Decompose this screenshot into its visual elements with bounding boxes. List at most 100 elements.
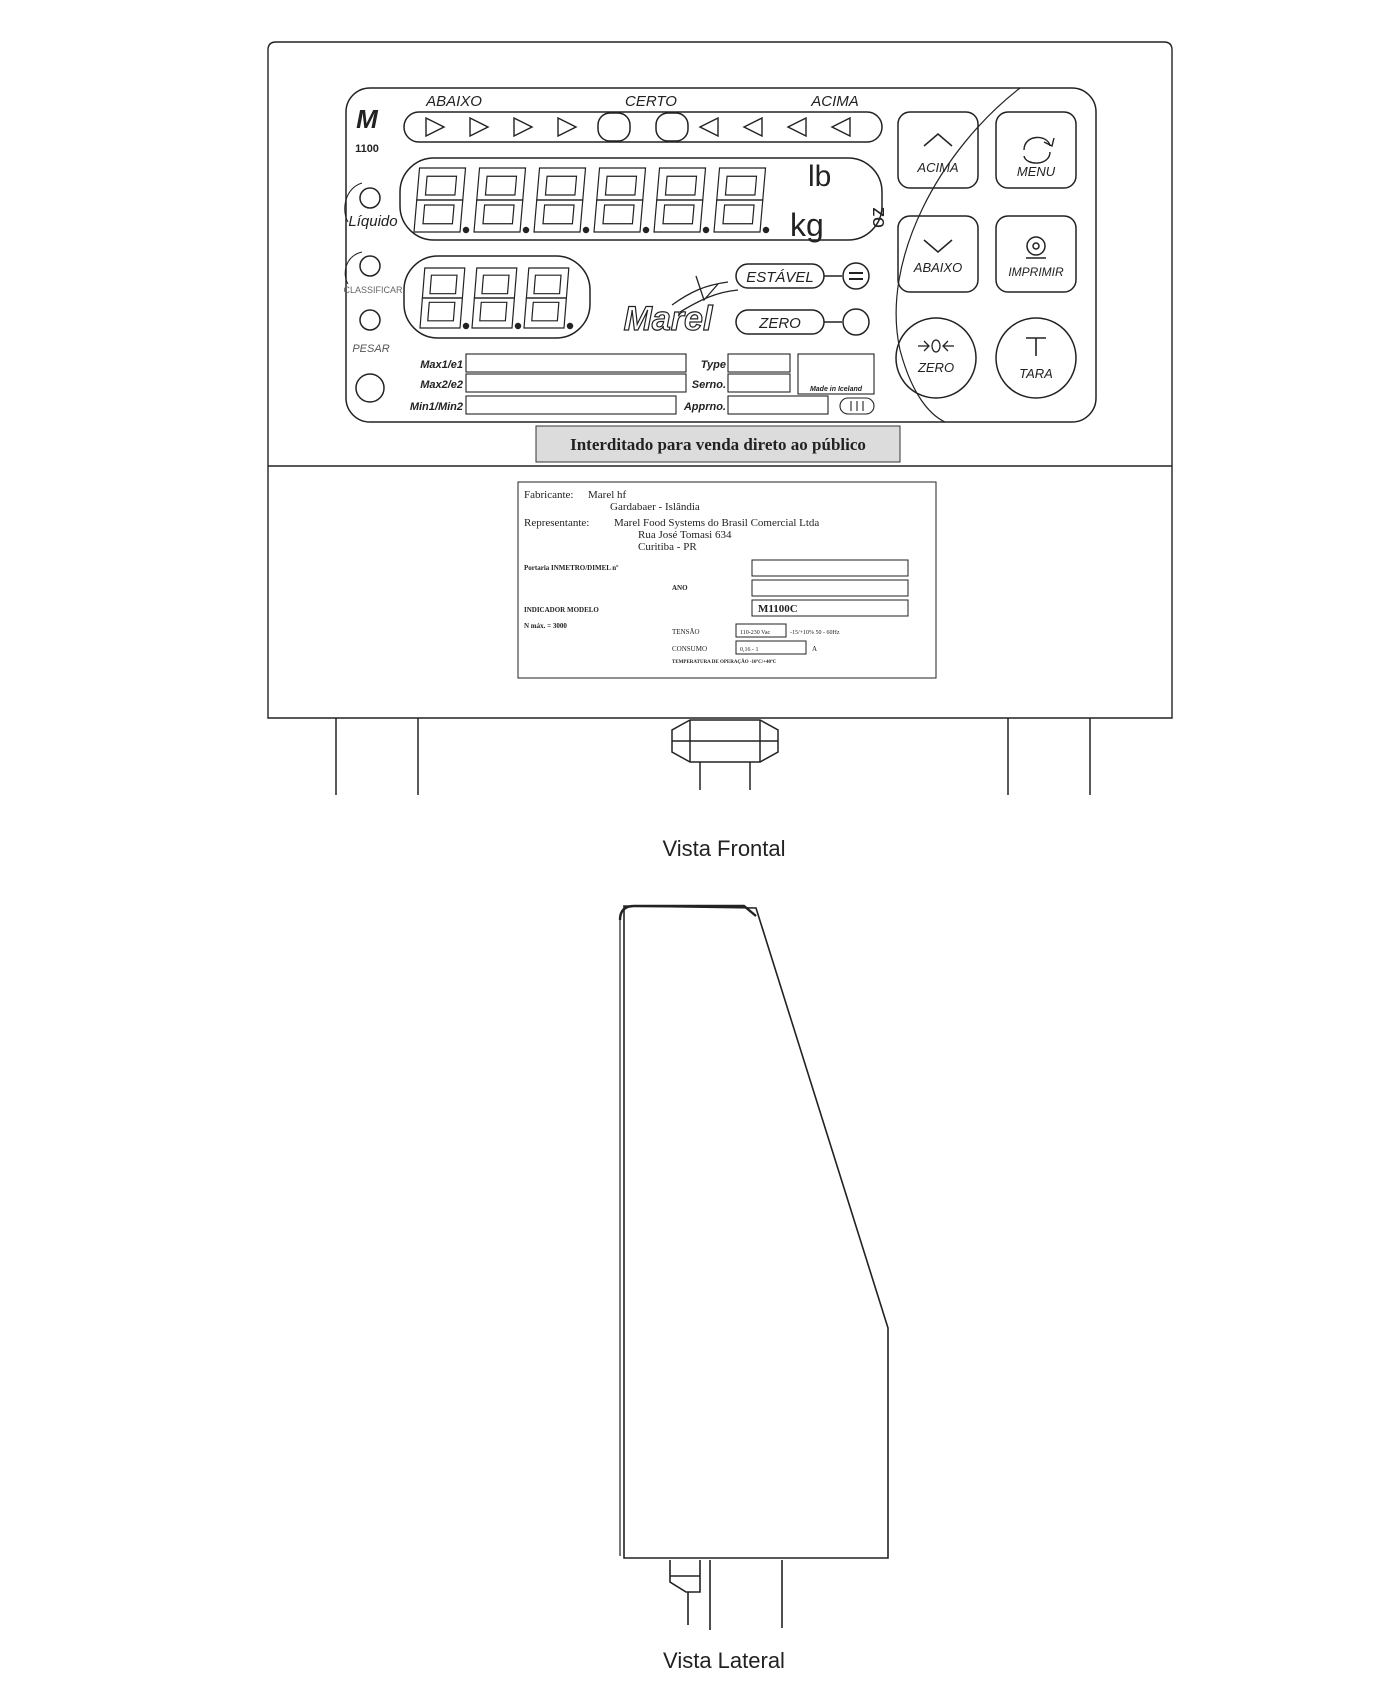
brand-name: Marel (624, 300, 714, 338)
front-view-text: M 1100 ABAIXO CERTO ACIMA lb kg oz Marel… (343, 93, 1064, 454)
status-zero-label: ZERO (758, 315, 801, 332)
level-center-left (597, 112, 631, 142)
stable-lamp (842, 262, 870, 290)
menu-button-label: MENU (1017, 164, 1056, 179)
left-label-liquido: Líquido (348, 213, 397, 230)
abaixo-button-label: ABAIXO (913, 260, 962, 275)
logo-letter: M (356, 104, 379, 134)
weight-digit-6 (713, 167, 770, 234)
plate-label-max1: Max1/e1 (420, 359, 463, 371)
weight-digit-3 (533, 167, 590, 234)
level-bar (403, 111, 883, 143)
left-label-classificar: CLASSIFICAR (343, 285, 403, 295)
left-buttons (344, 182, 385, 403)
plate-label-min: Min1/Min2 (410, 401, 463, 413)
nmax-label: N máx. = 3000 (524, 622, 567, 630)
acima-button[interactable] (897, 111, 979, 189)
level-center-right (655, 112, 689, 142)
secondary-digit-3 (523, 267, 574, 330)
imprimir-button[interactable] (995, 215, 1077, 293)
nameplate-boxes (735, 559, 909, 655)
weight-display-window (399, 157, 883, 241)
weight-digit-1 (413, 167, 470, 234)
side-view-caption: Vista Lateral (663, 1648, 785, 1673)
nameplate-frame (517, 481, 937, 679)
weight-digit-4 (593, 167, 650, 234)
consumption-label: CONSUMO (672, 645, 707, 653)
tare-icon (1026, 337, 1046, 356)
classificar-button[interactable] (359, 255, 381, 277)
unit-kg: kg (790, 207, 824, 243)
ano-label: ANO (672, 584, 688, 592)
scale-label-certo: CERTO (625, 93, 677, 110)
model-label: INDICADOR MODELO (524, 606, 599, 614)
plate-label-serno: Serno. (692, 379, 726, 391)
voltage-label: TENSÃO (672, 628, 700, 636)
zero-button[interactable] (895, 317, 977, 399)
level-arrows-left (425, 116, 578, 138)
front-stand (335, 718, 1091, 795)
print-icon (1026, 236, 1046, 259)
plate-label-max2: Max2/e2 (420, 379, 463, 391)
chevron-down-icon (923, 239, 953, 253)
secondary-digit-2 (471, 267, 522, 330)
nameplate-text: Fabricante: Marel hf Gardabaer - Islândi… (524, 489, 840, 665)
plate-label-type: Type (701, 359, 726, 371)
marel-logo (671, 275, 739, 313)
panel-arc (895, 87, 1021, 423)
front-enclosure-outline (267, 41, 1173, 719)
model-value: M1100C (758, 603, 798, 615)
manufacturer-label: Fabricante: (524, 489, 573, 501)
representative-line-3: Curitiba - PR (638, 541, 697, 553)
secondary-display-window (403, 255, 591, 339)
consumption-value: 0,16 - 1 (740, 647, 759, 653)
representative-label: Representante: (524, 517, 589, 529)
plate-label-apprno: Apprno. (683, 401, 726, 413)
tara-button[interactable] (995, 317, 1077, 399)
imprimir-button-label: IMPRIMIR (1008, 265, 1064, 279)
side-stand (669, 1560, 783, 1630)
weight-digit-5 (653, 167, 710, 234)
warning-text: Interditado para venda direto ao público (570, 435, 866, 454)
voltage-spec: -15/+10% 50 - 60Hz (790, 630, 840, 636)
manufacturer-line-2: Gardabaer - Islândia (610, 501, 700, 513)
range-button[interactable] (355, 373, 385, 403)
abaixo-button[interactable] (897, 215, 979, 293)
data-plate (465, 353, 875, 415)
consumption-unit: A (812, 645, 817, 653)
temperature-label: TEMPERATURA DE OPERAÇÃO -10ºC/+40ºC (672, 659, 777, 665)
unit-oz: oz (867, 207, 889, 228)
zero-button-label: ZERO (917, 360, 954, 375)
secondary-digit-1 (419, 267, 470, 330)
refresh-icon (1023, 136, 1055, 164)
zero-icon (918, 339, 954, 353)
side-view (618, 904, 889, 1630)
liquido-button[interactable] (359, 187, 381, 209)
front-view-caption: Vista Frontal (662, 836, 786, 861)
indicator-panel (345, 87, 1097, 423)
unit-lb: lb (808, 160, 831, 193)
representative-line-2: Rua José Tomasi 634 (638, 529, 732, 541)
made-in-label: Made in Iceland (810, 386, 863, 393)
menu-button[interactable] (995, 111, 1077, 189)
chevron-up-icon (923, 133, 953, 147)
scale-label-acima: ACIMA (810, 93, 859, 110)
left-label-pesar: PESAR (352, 343, 389, 355)
side-enclosure-outline (623, 905, 889, 1559)
acima-button-label: ACIMA (916, 160, 958, 175)
pesar-button[interactable] (359, 309, 381, 331)
portaria-label: Portaria INMETRO/DIMEL nº (524, 564, 619, 572)
level-arrows-right (698, 116, 851, 138)
status-stable-label: ESTÁVEL (746, 269, 814, 286)
warning-plate (535, 425, 901, 463)
scale-label-abaixo: ABAIXO (425, 93, 482, 110)
zero-lamp (842, 308, 870, 336)
weight-digits (413, 167, 770, 234)
front-view (267, 41, 1173, 795)
keypad (895, 111, 1077, 399)
tara-button-label: TARA (1019, 366, 1053, 381)
voltage-value: 110-230 Vac (740, 630, 770, 636)
manufacturer-line-1: Marel hf (588, 489, 627, 501)
secondary-digits (419, 267, 574, 330)
